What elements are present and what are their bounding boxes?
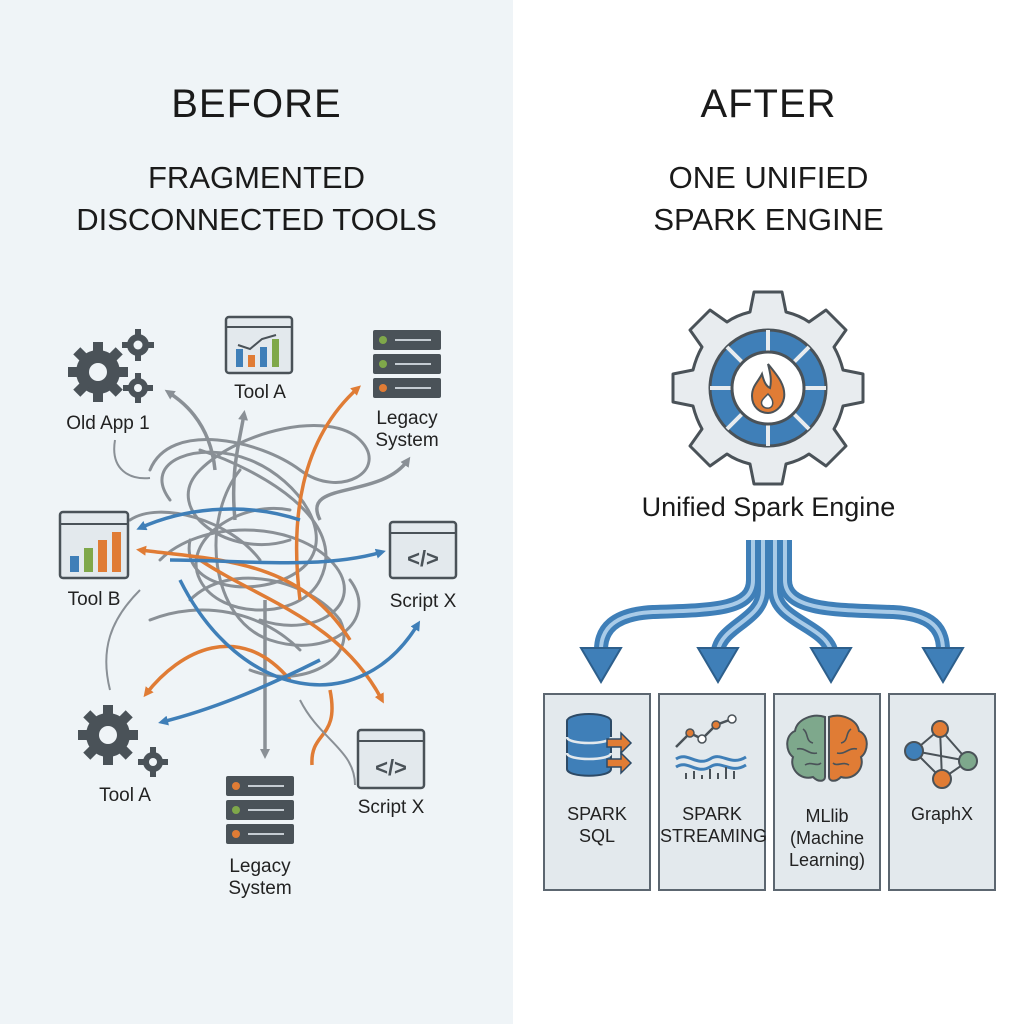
node-label-legacy-bottom: Legacy System <box>210 856 310 900</box>
svg-text:</>: </> <box>407 546 439 571</box>
module-label-line: SQL <box>578 826 616 846</box>
module-label-line: SPARK <box>567 804 627 824</box>
node-label-tool-b: Tool B <box>67 589 121 610</box>
arrow-blue-2 <box>169 548 386 565</box>
after-subtitle-line2: SPARK ENGINE <box>653 202 884 237</box>
after-subtitle-line1: ONE UNIFIED <box>668 160 869 195</box>
arrowheads <box>579 647 965 684</box>
gear-icon <box>68 342 128 402</box>
module-label-line: STREAMING <box>660 826 768 846</box>
module-label: SPARK STREAMING <box>660 803 768 847</box>
branch-arrows <box>594 540 950 654</box>
arrow-gray-3 <box>315 456 411 521</box>
node-label-script-x-bottom: Script X <box>357 797 425 818</box>
module-label: MLlib (Machine Learning) <box>775 805 879 871</box>
module-spark-sql: SPARK SQL <box>543 693 651 891</box>
node-label-old-app: Old App 1 <box>66 413 150 434</box>
node-label-legacy-top: Legacy System <box>357 408 457 452</box>
arrow-gray-2 <box>231 410 249 521</box>
legacy-top-line2: System <box>375 430 439 451</box>
arrow-orange-1 <box>294 385 361 601</box>
module-label: GraphX <box>890 803 994 825</box>
branch-arrows-inner <box>599 540 945 651</box>
gear-small-icon <box>123 373 153 403</box>
engine-label: Unified Spark Engine <box>641 492 896 522</box>
module-label-line: SPARK <box>682 804 742 824</box>
module-mllib: MLlib (Machine Learning) <box>773 693 881 891</box>
code-window-icon: </> <box>388 520 458 580</box>
connector-gray-top <box>113 439 151 480</box>
node-label-tool-a-bottom: Tool A <box>99 785 151 806</box>
graph-network-icon <box>904 720 978 789</box>
chart-window-icon <box>224 315 294 375</box>
module-label-line: MLlib <box>805 806 849 826</box>
before-subtitle-line1: FRAGMENTED <box>148 160 365 195</box>
before-subtitle: FRAGMENTED DISCONNECTED TOOLS <box>0 157 513 241</box>
connector-gray-bottom <box>105 589 141 691</box>
module-label-line: GraphX <box>910 804 974 824</box>
module-label-line: Learning) <box>788 850 866 870</box>
connector-gray-right <box>299 699 356 786</box>
server-icon <box>373 330 441 398</box>
database-icon <box>565 713 633 777</box>
before-heading: BEFORE <box>171 82 342 126</box>
arrow-orange-4 <box>143 644 292 698</box>
gear-icon <box>78 705 138 765</box>
server-icon <box>226 776 294 844</box>
brain-icon <box>786 714 868 782</box>
arrow-orange-5 <box>310 689 334 766</box>
after-heading: AFTER <box>700 82 837 126</box>
chart-window-icon <box>58 510 130 580</box>
arrow-orange-2 <box>136 545 352 641</box>
code-window-icon: </> <box>356 728 426 790</box>
arrowhead-1 <box>579 647 623 684</box>
spark-engine-gear-icon <box>671 290 865 486</box>
node-label-script-x-right: Script X <box>389 591 457 612</box>
gear-small-icon <box>138 747 168 777</box>
module-spark-streaming: SPARK STREAMING <box>658 693 768 891</box>
svg-text:</>: </> <box>375 755 407 780</box>
arrow-blue-4 <box>158 658 321 726</box>
module-label-line: (Machine <box>789 828 865 848</box>
gear-small-icon <box>122 329 154 361</box>
legacy-top-line1: Legacy <box>376 408 438 429</box>
module-graphx: GraphX <box>888 693 996 891</box>
legacy-bottom-line1: Legacy <box>229 856 291 877</box>
module-label: SPARK SQL <box>545 803 649 847</box>
before-panel: BEFORE FRAGMENTED DISCONNECTED TOOLS <box>0 0 513 1024</box>
node-label-tool-a-top: Tool A <box>234 382 286 403</box>
legacy-bottom-line2: System <box>228 878 292 899</box>
arrowhead-2 <box>696 647 740 684</box>
unified-diagram <box>579 290 965 684</box>
after-panel: AFTER ONE UNIFIED SPARK ENGINE <box>513 0 1024 1024</box>
stream-chart-icon <box>675 714 747 779</box>
arrow-blue-1 <box>136 507 301 531</box>
arrowhead-3 <box>809 647 853 684</box>
before-subtitle-line2: DISCONNECTED TOOLS <box>76 202 437 237</box>
after-subtitle: ONE UNIFIED SPARK ENGINE <box>513 157 1024 241</box>
arrow-gray-1 <box>164 389 217 471</box>
tangle-diagram: </> </> <box>58 315 458 844</box>
flame-icon <box>750 363 786 415</box>
arrowhead-4 <box>921 647 965 684</box>
arrow-blue-3 <box>178 579 421 687</box>
